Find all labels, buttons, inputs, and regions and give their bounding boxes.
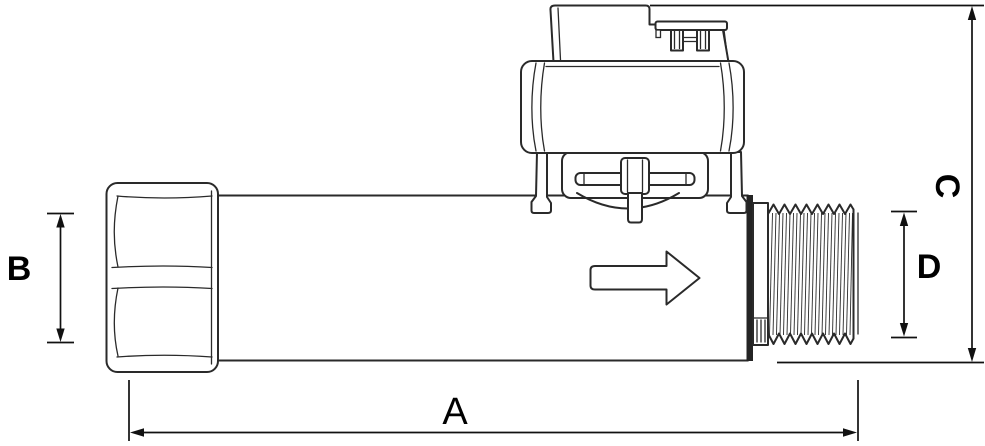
arrow-up-icon [56,214,65,228]
actuator-cover [549,4,730,63]
dimension-c: C [928,6,977,362]
arrow-down-icon [899,323,909,337]
arrow-left-icon [130,428,144,437]
dimension-a: A [128,380,859,441]
dimension-d: D [891,210,942,339]
arrow-up-icon [967,6,977,20]
tube-end-flange [746,195,769,361]
valve-stem [620,157,650,224]
male-thread [767,203,859,345]
arrow-down-icon [967,348,977,362]
dimension-d-label: D [917,248,942,286]
actuator-body [520,60,745,154]
terminal-connector [654,20,729,62]
dimension-c-extension-lines [650,4,984,364]
arrow-down-icon [56,328,65,342]
flow-direction-arrow-icon [589,250,701,306]
hex-nut [105,182,219,373]
dimension-b-label: B [7,250,32,288]
dimension-a-label: A [442,391,468,433]
arrow-right-icon [843,428,857,437]
arrow-up-icon [899,212,909,226]
mounting-leg-left [530,151,552,214]
dimension-b: B [7,212,74,344]
mounting-leg-right [726,151,748,214]
valve-stem-assembly [530,151,748,224]
dimension-c-label: C [928,174,966,199]
